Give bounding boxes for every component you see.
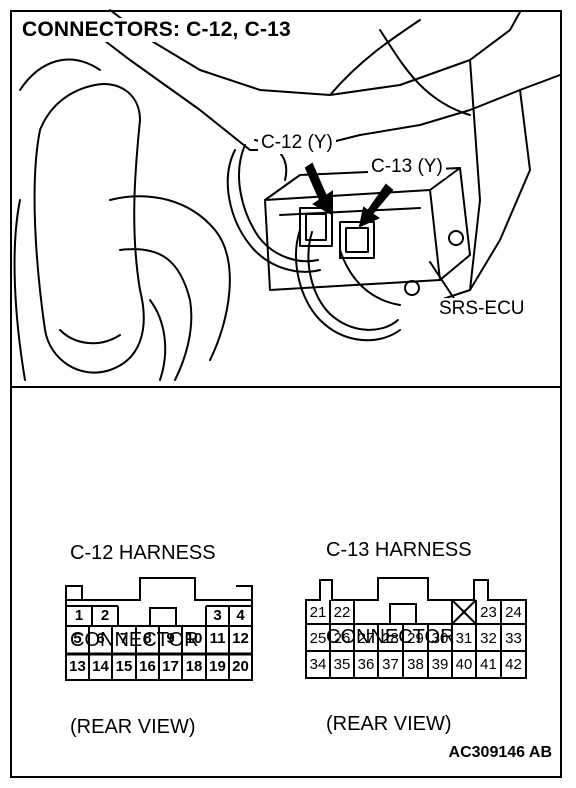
c13-pin: 36 xyxy=(357,656,375,673)
c12-pin: 10 xyxy=(185,630,203,647)
c13-pin: 21 xyxy=(309,604,327,621)
c13-pin: 42 xyxy=(505,656,522,673)
c12-pin: 19 xyxy=(209,658,226,675)
c12-pin: 18 xyxy=(185,658,203,675)
c13-pin: 29 xyxy=(407,630,424,647)
c13-pin: 40 xyxy=(455,656,473,673)
c13-pin: 25 xyxy=(309,630,327,647)
c13-pin: 35 xyxy=(333,656,351,673)
c12-pin: 14 xyxy=(92,658,109,675)
srs-ecu-label: SRS-ECU xyxy=(436,298,528,320)
c12-pin: 6 xyxy=(96,630,105,647)
c12-pin: 20 xyxy=(232,658,249,675)
diagram-frame xyxy=(10,10,562,778)
c13-pin: 34 xyxy=(309,656,327,673)
c13-pin: 32 xyxy=(480,630,497,647)
figure-code: AC309146 AB xyxy=(448,744,552,761)
c12-pin: 7 xyxy=(119,630,129,647)
c13-callout-label: C-13 (Y) xyxy=(368,156,446,178)
c13-pin: 28 xyxy=(382,630,399,647)
section-divider xyxy=(10,386,562,388)
c13-pin: 24 xyxy=(505,604,522,621)
c12-pin: 9 xyxy=(166,630,175,647)
c13-pin: 31 xyxy=(455,630,473,647)
c12-callout-label: C-12 (Y) xyxy=(258,132,336,154)
c13-header-line: (REAR VIEW) xyxy=(326,713,452,735)
c12-pin: 12 xyxy=(232,630,249,647)
c13-header-line: CONNECTOR xyxy=(326,626,455,648)
diagram-title: CONNECTORS: C-12, C-13 xyxy=(22,18,297,42)
c13-header: C-13 HARNESS CONNECTOR (REAR VIEW) xyxy=(326,478,472,768)
c12-pin: 1 xyxy=(74,607,84,624)
c13-pin: 38 xyxy=(407,656,424,673)
c12-header-line: (REAR VIEW) xyxy=(70,716,196,738)
c13-pin: 30 xyxy=(431,630,449,647)
c13-header-line: C-13 HARNESS xyxy=(326,539,472,561)
c12-pin: 16 xyxy=(139,658,156,675)
c12-pin: 17 xyxy=(162,658,179,675)
c12-pin: 11 xyxy=(209,630,226,647)
c13-pin: 23 xyxy=(480,604,497,621)
c13-pin: 26 xyxy=(333,630,351,647)
c12-pin: 5 xyxy=(73,630,82,647)
c12-header-line: CONNECTOR xyxy=(70,629,199,651)
c13-pin: 22 xyxy=(333,604,351,621)
c12-pin: 2 xyxy=(100,607,110,624)
c12-pin: 3 xyxy=(213,607,222,624)
c13-pin: 37 xyxy=(382,656,399,673)
c13-pin: 33 xyxy=(505,630,522,647)
c12-pin: 13 xyxy=(69,658,86,675)
c13-pin: 39 xyxy=(431,656,449,673)
c12-header: C-12 HARNESS CONNECTOR (REAR VIEW) xyxy=(70,481,216,771)
c13-pin: 41 xyxy=(480,656,497,673)
c12-header-line: C-12 HARNESS xyxy=(70,542,216,564)
c13-pin: 27 xyxy=(357,630,375,647)
c12-pin: 15 xyxy=(115,658,133,675)
c12-pin: 8 xyxy=(143,630,152,647)
c12-pin: 4 xyxy=(236,607,245,624)
